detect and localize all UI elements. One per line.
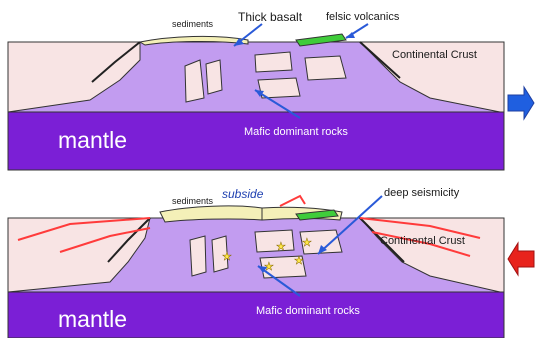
label-mantle-top: mantle: [58, 127, 127, 153]
crust-block-bottom-3: [255, 230, 294, 252]
seismic-star-icon: ★: [294, 254, 304, 267]
top-panel: sediments Thick basalt felsic volcanics …: [8, 10, 534, 170]
push-right-arrow: [508, 87, 534, 119]
label-thick-basalt: Thick basalt: [238, 10, 303, 24]
label-continental-crust-bottom: Continental Crust: [380, 235, 465, 247]
push-left-arrow: [508, 243, 534, 275]
label-mafic-top: Mafic dominant rocks: [244, 126, 348, 138]
crust-block-top-2: [206, 60, 222, 94]
crust-block-top-1: [185, 60, 204, 102]
seismic-star-icon: ★: [302, 236, 312, 249]
crust-block-top-3: [255, 52, 292, 72]
bottom-panel: ★ ★ ★ ★ ★ sediments subside deep seismic…: [8, 187, 534, 338]
label-sediments-bottom: sediments: [172, 196, 214, 206]
crust-block-bottom-1: [190, 236, 206, 276]
sediment-layer-bottom: [160, 206, 262, 222]
seismic-star-icon: ★: [222, 250, 232, 263]
label-mantle-bottom: mantle: [58, 306, 127, 332]
label-deep-seismicity: deep seismicity: [384, 187, 460, 199]
thrust-fault-top: [280, 196, 305, 206]
label-mafic-bottom: Mafic dominant rocks: [256, 305, 360, 317]
crust-block-top-5: [305, 56, 346, 80]
label-sediments-top: sediments: [172, 19, 214, 29]
label-subside: subside: [222, 187, 264, 201]
label-felsic-volcanics: felsic volcanics: [326, 11, 400, 23]
seismic-star-icon: ★: [276, 240, 286, 253]
label-continental-crust-top: Continental Crust: [392, 49, 477, 61]
